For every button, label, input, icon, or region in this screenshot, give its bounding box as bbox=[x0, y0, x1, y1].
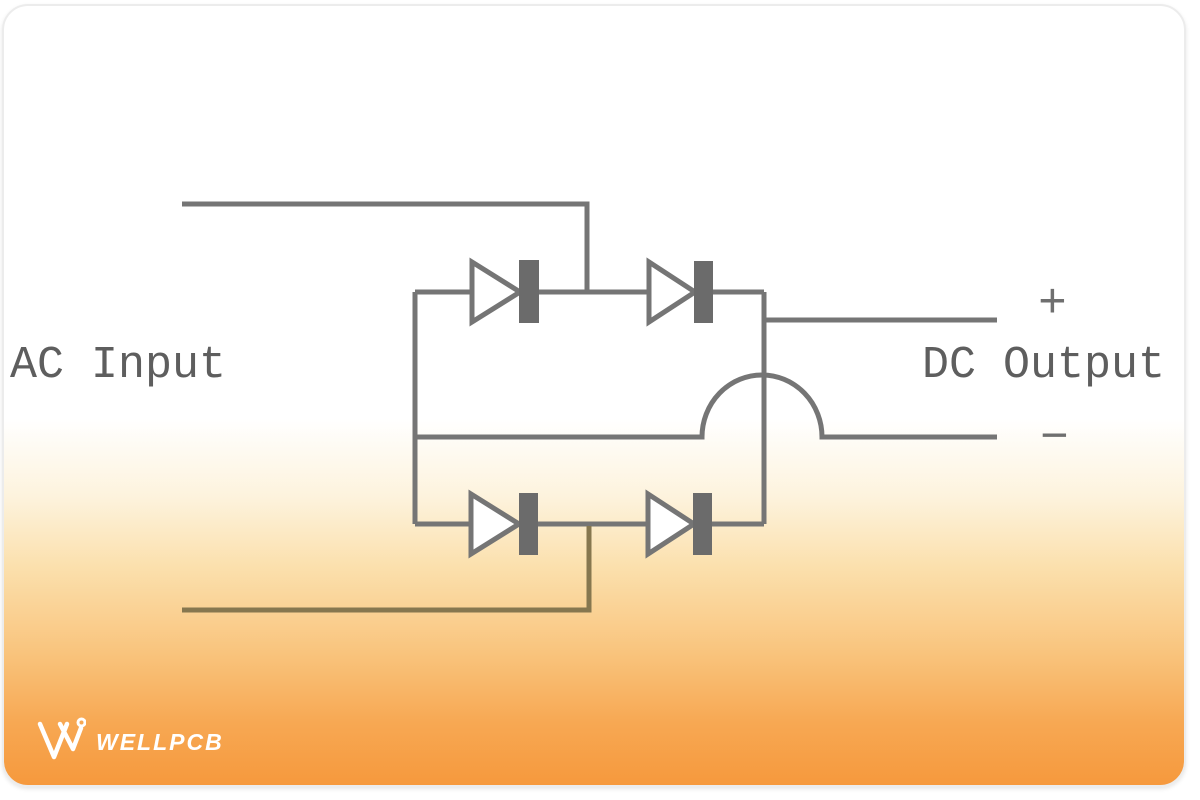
dc-minus-wire-with-hop bbox=[415, 372, 997, 440]
dc-minus-label: − bbox=[1040, 412, 1069, 466]
diode-top-left-triangle bbox=[469, 257, 525, 327]
ac-bottom-wire bbox=[182, 526, 592, 613]
diode-bottom-right-cathode-bar bbox=[693, 493, 712, 555]
ac-top-wire bbox=[182, 201, 590, 290]
diagram-content: AC Input DC Output + − WELLPCB bbox=[4, 6, 1184, 785]
diode-top-left-cathode-bar bbox=[519, 260, 539, 323]
diode-top-right-triangle bbox=[646, 257, 700, 327]
wellpcb-w-mark-icon bbox=[37, 717, 86, 760]
diode-bottom-left-triangle bbox=[468, 489, 524, 559]
brand-name: WELLPCB bbox=[96, 728, 224, 755]
bridge-rectifier-diagram bbox=[182, 201, 997, 613]
ac-input-label: AC Input bbox=[10, 340, 227, 391]
diode-bottom-left-cathode-bar bbox=[519, 493, 538, 555]
brand-footer: WELLPCB bbox=[36, 716, 224, 762]
diagram-card: AC Input DC Output + − WELLPCB bbox=[2, 4, 1186, 787]
diode-top-right-cathode-bar bbox=[694, 261, 713, 323]
dc-plus-label: + bbox=[1038, 278, 1067, 332]
dc-output-label: DC Output bbox=[922, 340, 1166, 391]
diode-bottom-right-triangle bbox=[645, 489, 699, 559]
